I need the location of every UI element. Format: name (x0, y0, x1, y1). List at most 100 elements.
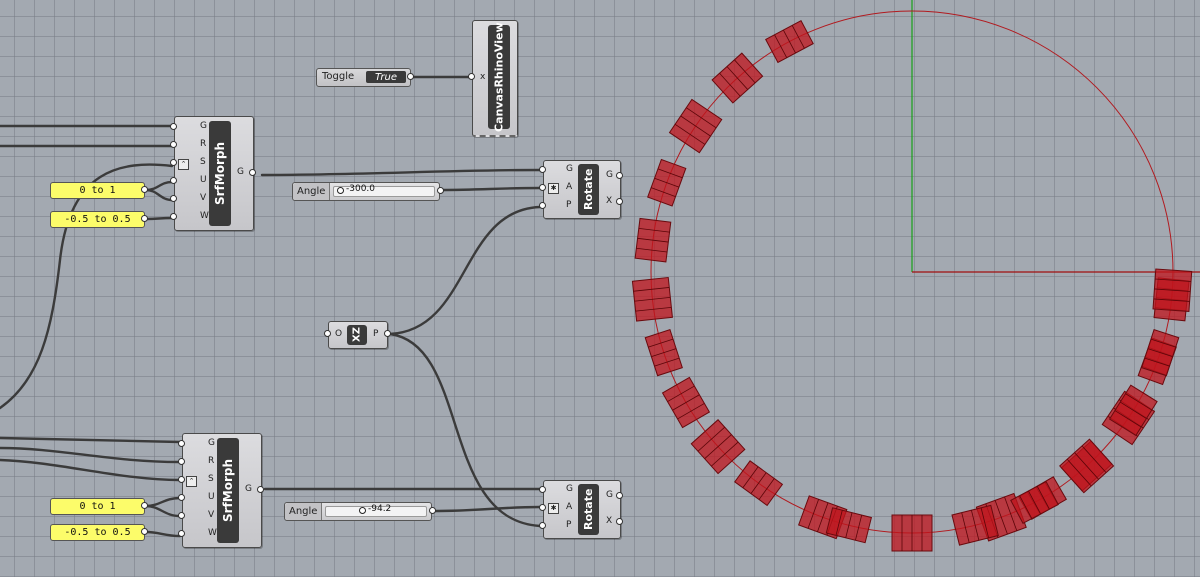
canvas-view-input-grip[interactable] (468, 73, 475, 80)
segment-line (1153, 298, 1190, 302)
segment-line (637, 237, 669, 243)
segment-line (667, 385, 695, 402)
segment-line (750, 472, 767, 494)
slider-output-grip[interactable] (437, 187, 444, 194)
segment-line (734, 59, 756, 84)
panel-output-grip[interactable] (141, 502, 148, 509)
srfmorph1-grip-r[interactable] (170, 141, 177, 148)
rotate-component-2[interactable]: G A P ✱ Rotate G X (543, 480, 621, 539)
segment-line (835, 510, 843, 536)
slider-track[interactable] (325, 506, 427, 517)
rotate2-output-grip-x[interactable] (616, 518, 623, 525)
rotate1-grip-p[interactable] (539, 202, 546, 209)
srfmorph2-grip-w[interactable] (178, 530, 185, 537)
srfmorph-input-r: R (208, 456, 215, 466)
rotate1-grip-a[interactable] (539, 184, 546, 191)
wire (0, 436, 182, 444)
segment-line (704, 434, 732, 459)
rotate-component-1[interactable]: G A P ✱ Rotate G X (543, 160, 621, 219)
segment-line (1144, 357, 1170, 367)
segment-line (1125, 393, 1152, 411)
wire (388, 332, 542, 528)
srfmorph1-grip-u[interactable] (170, 177, 177, 184)
toggle-component[interactable]: Toggle True (316, 68, 411, 87)
srfmorph2-grip-g[interactable] (178, 440, 185, 447)
segment-line (651, 348, 677, 358)
panel-output-grip[interactable] (141, 215, 148, 222)
srfmorph-component-2[interactable]: G R S U V W ⌃ SrfMorph G (182, 433, 262, 548)
xz-plane-component[interactable]: O XZ P (328, 321, 388, 349)
u-range-panel-1[interactable]: 0 to 1 (50, 182, 145, 199)
xz-output-grip[interactable] (384, 330, 391, 337)
xz-input-grip[interactable] (324, 330, 331, 337)
reparameterize-icon: ⌃ (186, 476, 197, 487)
srfmorph1-grip-g[interactable] (170, 123, 177, 130)
srfmorph-input-g: G (200, 121, 207, 131)
angle-slider-2[interactable]: Angle -94.2 (284, 502, 432, 521)
wire (0, 163, 174, 410)
u-range-panel-2[interactable]: 0 to 1 (50, 498, 145, 515)
srfmorph-component-1[interactable]: G R S U V W ⌃ SrfMorph G (174, 116, 254, 231)
wire (0, 458, 182, 482)
srfmorph-input-u: U (208, 492, 215, 502)
srfmorph2-grip-v[interactable] (178, 512, 185, 519)
rotate2-output-grip-g[interactable] (616, 492, 623, 499)
srfmorph1-grip-v[interactable] (170, 195, 177, 202)
segment-line (648, 338, 674, 348)
angle-slider-1[interactable]: Angle -300.0 (292, 182, 440, 201)
segment-line (1028, 490, 1041, 515)
slider-track[interactable] (333, 186, 435, 197)
rotate-input-p: P (566, 520, 572, 530)
srfmorph-input-s: S (200, 157, 206, 167)
wire (388, 205, 542, 336)
rotate1-output-grip-g[interactable] (616, 172, 623, 179)
segment-line (783, 29, 796, 54)
slider-output-grip[interactable] (429, 507, 436, 514)
toggle-output-grip[interactable] (407, 73, 414, 80)
segment-line (677, 403, 705, 420)
wire (439, 186, 542, 192)
slider-knob[interactable] (359, 507, 366, 514)
rotate-input-g: G (566, 164, 573, 174)
v-range-panel-1[interactable]: -0.5 to 0.5 (50, 211, 145, 228)
segment-line (1154, 288, 1191, 292)
segment-line (686, 107, 717, 129)
rotate-input-a: A (566, 502, 573, 512)
segment-line (845, 512, 853, 538)
segment-line (807, 499, 820, 529)
segment-line (961, 512, 970, 543)
toggle-value[interactable]: True (366, 71, 406, 83)
segment-line (791, 25, 805, 49)
srfmorph2-output-grip[interactable] (257, 486, 264, 493)
segment-line (650, 187, 676, 197)
rotate2-grip-a[interactable] (539, 504, 546, 511)
rotate2-grip-g[interactable] (539, 486, 546, 493)
segment-line (674, 123, 706, 145)
rotate1-grip-g[interactable] (539, 166, 546, 173)
rotate1-output-grip-x[interactable] (616, 198, 623, 205)
segment-line (719, 72, 741, 97)
rotate-input-a: A (566, 182, 573, 192)
segment-line (680, 115, 711, 137)
slider-knob[interactable] (337, 187, 344, 194)
slider-value: -94.2 (368, 504, 392, 514)
srfmorph2-grip-u[interactable] (178, 494, 185, 501)
rotate2-grip-p[interactable] (539, 522, 546, 529)
srfmorph1-output-grip[interactable] (249, 169, 256, 176)
rotate-output-g: G (606, 490, 613, 500)
srfmorph1-grip-s[interactable] (170, 159, 177, 166)
panel-output-grip[interactable] (141, 528, 148, 535)
srfmorph1-grip-w[interactable] (170, 213, 177, 220)
segment-line (726, 66, 749, 90)
degrees-icon: ✱ (548, 183, 559, 194)
reparameterize-icon: ⌃ (178, 159, 189, 170)
wire (144, 530, 182, 538)
srfmorph2-grip-s[interactable] (178, 476, 185, 483)
segment-line (1114, 410, 1142, 428)
panel-output-grip[interactable] (141, 186, 148, 193)
srfmorph2-grip-r[interactable] (178, 458, 185, 465)
segment-line (758, 478, 775, 500)
